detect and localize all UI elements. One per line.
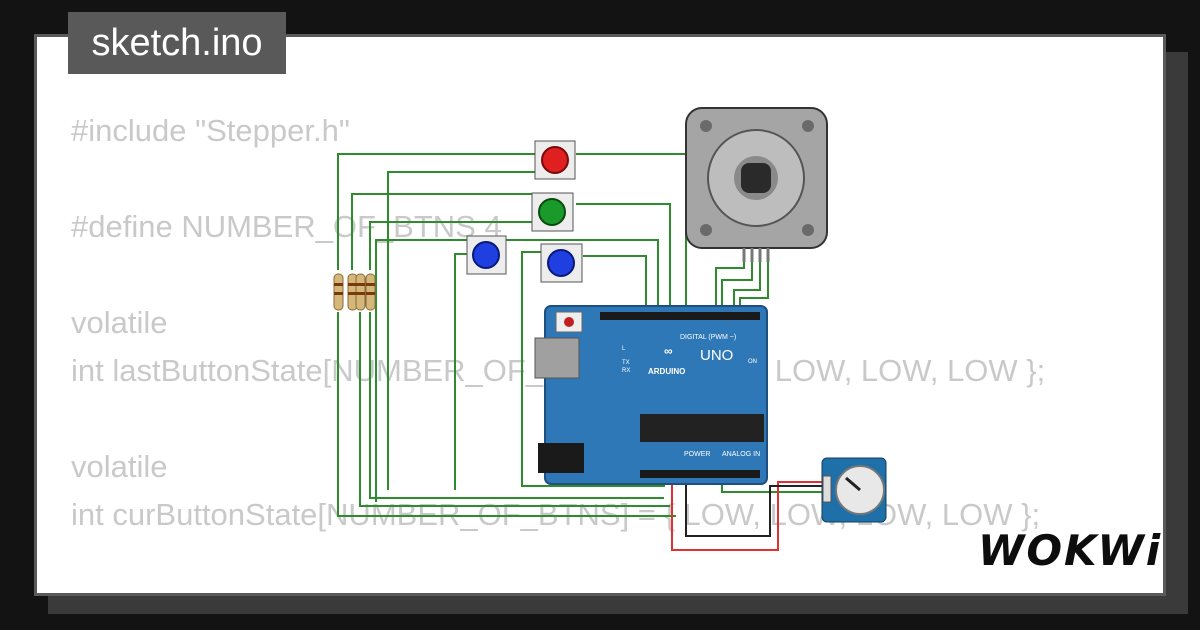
code-line: #define NUMBER_OF_BTNS 4 [71,209,502,244]
board-model: UNO [700,347,733,364]
code-line: volatile [71,449,168,484]
code-line: #include "Stepper.h" [71,113,350,148]
board-brand: ARDUINO [648,367,685,376]
on-led-label: ON [748,359,757,365]
wokwi-logo: WOKWi [978,526,1163,575]
l-led-label: L [622,346,626,352]
arduino-uno-board[interactable]: DIGITAL (PWM ~) ∞ UNO ARDUINO L TX RX ON… [534,305,768,485]
push-button-blue-left[interactable] [466,235,507,275]
power-analog-header [640,470,760,478]
red-wire [671,476,822,551]
analog-label: ANALOG IN [722,451,760,458]
code-line: volatile [71,305,168,340]
code-preview: #include "Stepper.h" #define NUMBER_OF_B… [71,107,1045,593]
tx-label: TX [622,360,630,366]
potentiometer[interactable] [821,457,887,523]
stepper-motor[interactable] [685,107,828,262]
atmega-chip [640,414,764,442]
resistor-bank [333,273,376,311]
push-button-green[interactable] [531,192,574,232]
digital-header [600,312,760,320]
code-line: int curButtonState[NUMBER_OF_BTNS] = { L… [71,497,1041,532]
digital-label: DIGITAL (PWM ~) [680,334,736,341]
push-button-blue-right[interactable] [540,243,583,283]
rx-label: RX [622,368,630,374]
file-name-tab[interactable]: sketch.ino [68,12,286,74]
usb-port [534,337,580,379]
push-button-red[interactable] [534,140,576,180]
power-jack [538,443,584,473]
black-wire [685,476,822,537]
power-label: POWER [684,451,710,458]
green-wires [337,153,822,517]
arduino-logo-icon: ∞ [664,344,673,358]
